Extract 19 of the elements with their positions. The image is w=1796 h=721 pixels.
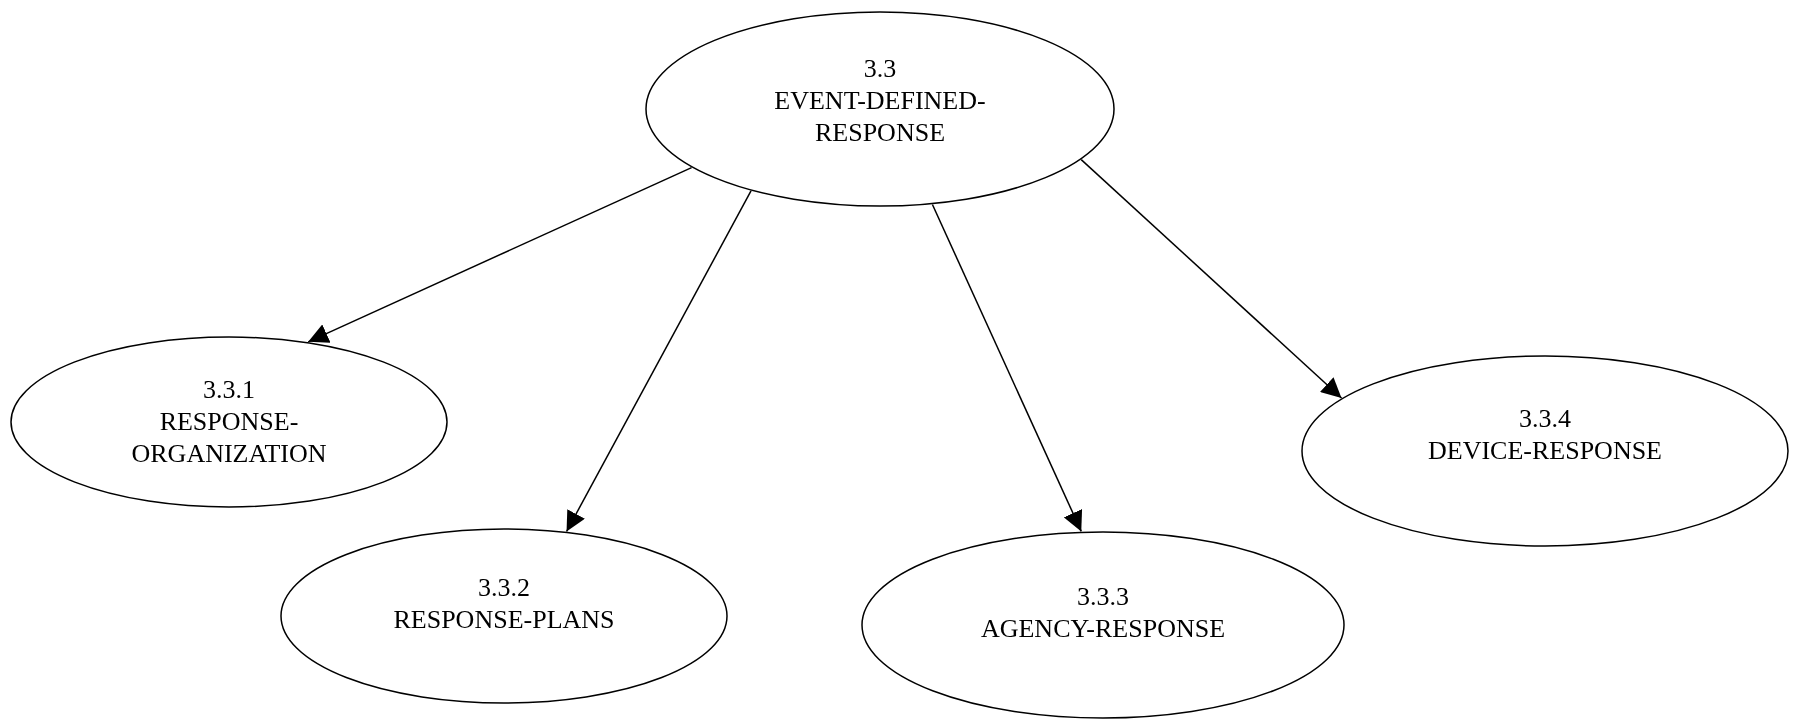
node-ellipse xyxy=(280,528,728,704)
node-number: 3.3.3 xyxy=(1077,581,1129,613)
arrow xyxy=(931,203,1083,533)
node-number: 3.3 xyxy=(863,53,897,85)
node-label: DEVICE-RESPONSE xyxy=(1428,435,1662,467)
node-number: 3.3.1 xyxy=(203,374,255,406)
arrow xyxy=(565,190,752,533)
arrow xyxy=(1080,158,1343,399)
node-label: EVENT-DEFINED-RESPONSE xyxy=(773,85,987,149)
node-number: 3.3.4 xyxy=(1519,403,1571,435)
node-label: RESPONSE-ORGANIZATION xyxy=(130,406,328,470)
node-label: RESPONSE-PLANS xyxy=(393,604,615,636)
node-ellipse xyxy=(1301,355,1789,547)
node-ellipse xyxy=(645,11,1115,207)
node-number: 3.3.2 xyxy=(478,572,530,604)
arrow xyxy=(307,166,693,343)
node-ellipse xyxy=(10,336,448,508)
node-label: AGENCY-RESPONSE xyxy=(980,613,1226,645)
node-ellipse xyxy=(861,531,1345,719)
